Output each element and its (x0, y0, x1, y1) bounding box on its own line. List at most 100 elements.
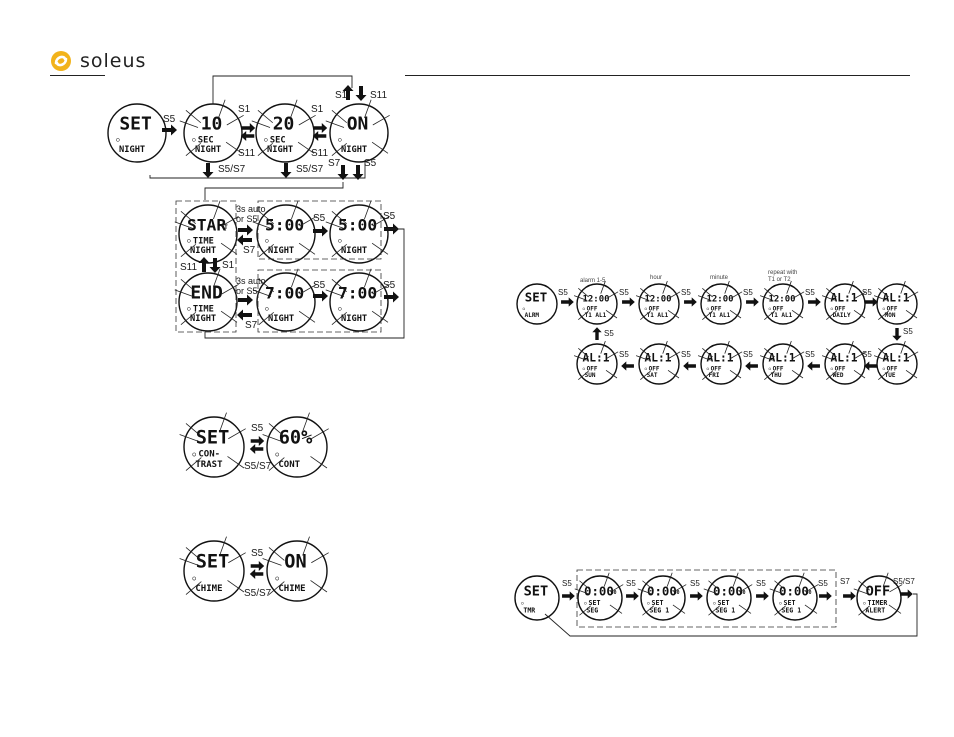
flash-rays-icon (251, 99, 316, 157)
flash-rays-icon (821, 280, 867, 320)
watch-face (329, 272, 389, 332)
watch-main-text: 7:00 (265, 284, 304, 303)
connector-line (204, 228, 405, 339)
night-watch-0: SET○NIGHT (107, 103, 167, 163)
watch-line2-text: NIGHT (268, 246, 294, 256)
flash-ray (759, 295, 773, 301)
flash-ray (268, 457, 285, 471)
flash-ray (878, 348, 889, 358)
flash-rays-icon (179, 536, 246, 595)
arrow-shape (198, 257, 210, 272)
watch-face (266, 416, 328, 478)
arrow-shape (384, 291, 399, 303)
flash-ray (609, 604, 623, 614)
flash-ray (252, 289, 272, 297)
flash-ray (826, 348, 837, 358)
arrow-up-icon (592, 327, 602, 340)
watch-line1-text: OFF (887, 305, 898, 312)
flash-ray (637, 588, 652, 595)
flash-ray (791, 369, 804, 379)
watch-indicator: ○ (713, 602, 716, 607)
watch-indicator: ○ (769, 306, 772, 311)
flash-ray (310, 580, 328, 593)
flash-ray (697, 355, 711, 361)
flash-ray (821, 295, 835, 301)
flash-rays-icon (853, 572, 903, 616)
flash-ray (185, 109, 202, 124)
flash-ray (331, 311, 348, 326)
flash-ray (227, 580, 245, 593)
watch-face (256, 272, 316, 332)
label-s1: S1 (311, 104, 324, 115)
watch-face (762, 283, 804, 325)
flash-rays-icon (703, 572, 753, 616)
flash-ray (219, 412, 227, 432)
watch-main-text: 12:00 (706, 295, 733, 305)
watch-line2-text: T1 AL1 (647, 312, 669, 319)
watch-main-text: 12:00 (582, 295, 609, 305)
flash-ray (702, 310, 713, 320)
flash-ray (325, 289, 345, 297)
flash-ray (331, 109, 348, 124)
watch-line1-text: OFF (835, 305, 846, 312)
arrow-right-icon (241, 123, 256, 133)
watch-indicator: ○ (769, 366, 772, 371)
label-s5-s7: S5/S7 (244, 588, 272, 599)
watch-indicator: ○ (523, 306, 526, 311)
flash-ray (603, 572, 610, 587)
flash-ray (180, 311, 197, 326)
arrow-shape (621, 361, 634, 371)
arrow-shape (684, 297, 697, 307)
watch-line2-text: NIGHT (119, 145, 145, 155)
arrow-left-icon (249, 444, 264, 454)
flash-ray (258, 210, 275, 225)
watch-line2-text: SEG 1 (649, 607, 669, 615)
watch-line1-text: SET (652, 599, 664, 607)
watch-face (876, 343, 918, 385)
flash-ray (257, 109, 274, 124)
flash-ray (666, 572, 673, 587)
flash-rays-icon (873, 280, 919, 320)
caption-repeat-t: T1 or T2 (768, 277, 791, 283)
flash-ray (854, 291, 867, 299)
arrow-shape (892, 328, 902, 341)
arrow-right-icon (900, 589, 913, 599)
flash-ray (853, 309, 866, 319)
flash-ray (311, 428, 329, 440)
watch-face (577, 575, 623, 621)
arrow-right-icon (622, 297, 635, 307)
arrow-left-icon (807, 361, 820, 371)
watch-face (107, 103, 167, 163)
watch-line2-text: NIGHT (341, 246, 367, 256)
arrow-right-icon (746, 297, 759, 307)
watch-indicator: ○ (883, 306, 886, 311)
watch-face (706, 575, 752, 621)
flash-ray (219, 536, 227, 556)
night-watch-9: 7:00○NIGHT (325, 268, 390, 332)
flash-ray (573, 355, 587, 361)
watch-line1-text: OFF (773, 305, 784, 312)
brand-logo: soleus (50, 50, 146, 72)
arrow-shape (561, 297, 574, 307)
watch-line2-text: SAT (647, 372, 658, 379)
arrow-shape (249, 444, 264, 454)
swap-arrows-icon (312, 123, 328, 141)
flash-ray (302, 412, 310, 432)
caption-hour: hour (650, 275, 662, 281)
flash-rays-icon (759, 340, 805, 380)
flash-ray (878, 310, 889, 320)
watch-main-text: AL:1 (768, 352, 795, 365)
watch-line2-text: DAILY (833, 312, 851, 319)
arrow-shape (865, 297, 878, 307)
label-s5: S5 (805, 288, 815, 297)
watch-face (824, 283, 866, 325)
flash-ray (600, 280, 606, 294)
watch-line2-text: TMR (523, 607, 535, 615)
flash-ray (882, 572, 889, 587)
start-end-frame (175, 200, 237, 333)
watch-main-text: 7:00 (338, 284, 377, 303)
watch-indicator: ○ (264, 138, 268, 144)
label-s5-s7: S5/S7 (296, 164, 324, 175)
arrow-down-icon (892, 328, 902, 341)
